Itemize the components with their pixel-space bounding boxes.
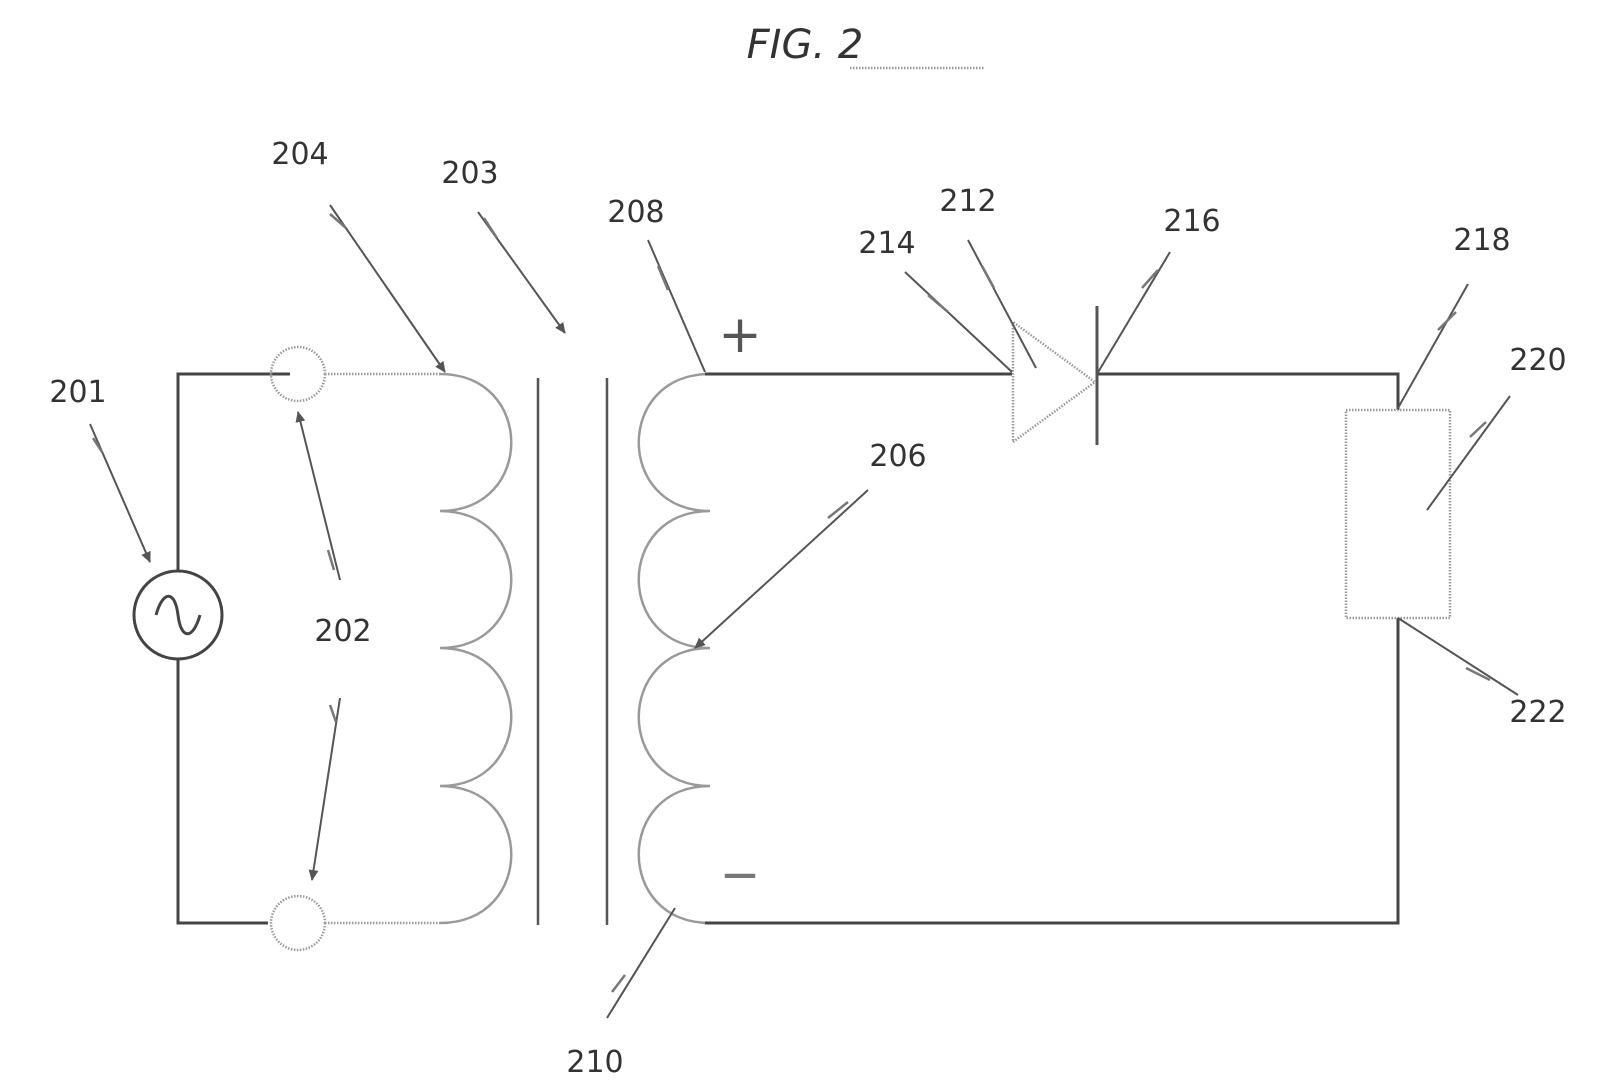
terminal-bottom-icon: [271, 896, 325, 950]
leader-202-top: [298, 412, 340, 580]
ref-216: 216: [1163, 204, 1220, 239]
ref-220: 220: [1509, 343, 1566, 378]
leader-220: [1427, 396, 1510, 510]
leader-ticks: [93, 214, 1490, 992]
figure-title: FIG. 2: [747, 22, 864, 68]
secondary-right-wire: [705, 618, 1398, 923]
leader-216: [1097, 252, 1170, 374]
leader-218: [1398, 284, 1468, 408]
ref-218: 218: [1453, 223, 1510, 258]
leader-222: [1398, 618, 1518, 695]
ref-206: 206: [869, 439, 926, 474]
ref-210: 210: [566, 1045, 623, 1080]
ref-204: 204: [271, 137, 328, 172]
ref-212: 212: [939, 184, 996, 219]
primary-winding: [440, 374, 511, 923]
diode-icon: [1013, 306, 1097, 445]
ref-203: 203: [441, 156, 498, 191]
leader-204: [330, 205, 445, 372]
primary-left-wire: [178, 374, 290, 572]
ref-214: 214: [858, 226, 915, 261]
ref-202: 202: [314, 614, 371, 649]
leader-206: [695, 490, 868, 648]
negative-mark: —: [723, 854, 757, 894]
ac-source-icon: [134, 571, 222, 659]
ref-208: 208: [607, 195, 664, 230]
leader-208: [648, 240, 705, 372]
secondary-winding: [639, 374, 710, 923]
leader-202-bottom: [312, 698, 340, 880]
ref-201: 201: [49, 375, 106, 410]
primary-left-wire-lower: [178, 658, 268, 923]
secondary-top-wire-right: [1097, 374, 1398, 410]
ref-222: 222: [1509, 695, 1566, 730]
leader-214: [905, 272, 1012, 372]
leader-201: [90, 424, 150, 562]
positive-mark: +: [718, 305, 762, 365]
leader-210: [607, 908, 675, 1018]
leader-212: [968, 240, 1036, 368]
load-resistor: [1346, 410, 1450, 618]
